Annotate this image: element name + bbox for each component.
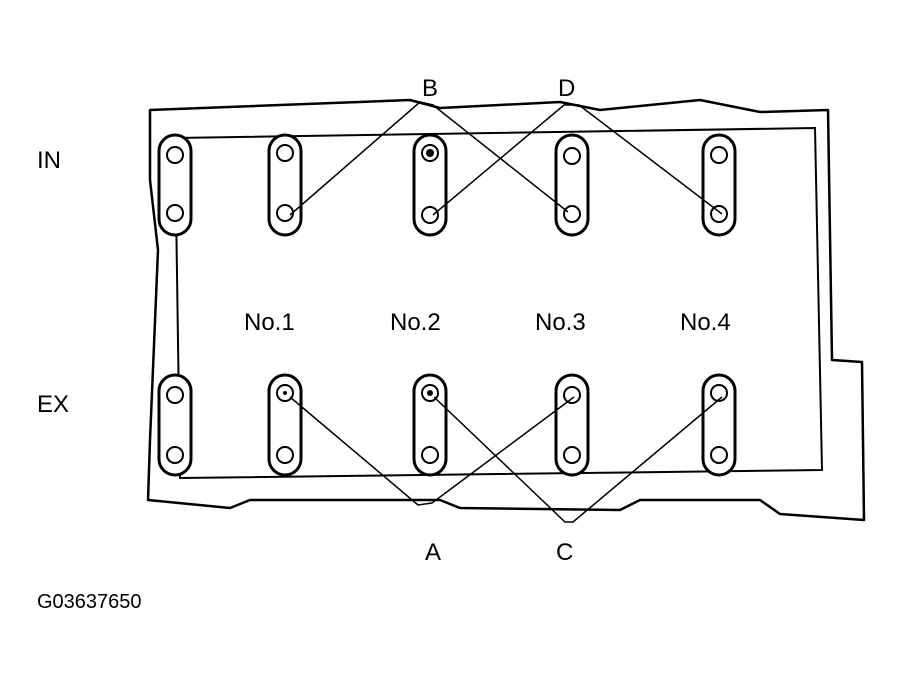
leader-a <box>289 396 575 506</box>
bolt-centers <box>283 149 434 396</box>
bolt <box>166 146 184 164</box>
bolt <box>563 147 581 165</box>
figure-code: G03637650 <box>37 591 142 613</box>
callout-c: C <box>556 539 573 566</box>
intake-label: IN <box>37 147 61 174</box>
callout-b: B <box>422 75 438 102</box>
bolt <box>166 386 184 404</box>
bolt <box>276 144 294 162</box>
exhaust-bearing-caps <box>157 373 737 477</box>
exhaust-cap-5 <box>701 373 737 477</box>
bolt <box>563 205 581 223</box>
cylinder-label-2: No.2 <box>390 309 441 336</box>
cylinder-label-1: No.1 <box>244 309 295 336</box>
cap-bolts <box>166 144 728 464</box>
bolt <box>563 446 581 464</box>
callout-d: D <box>558 75 575 102</box>
bolt <box>421 206 439 224</box>
bolt <box>710 446 728 464</box>
bolt <box>421 446 439 464</box>
leader-d <box>432 104 723 216</box>
callout-a: A <box>425 539 441 566</box>
bolt <box>166 204 184 222</box>
intake-bearing-caps <box>157 133 737 237</box>
bolt <box>710 384 728 402</box>
bolt <box>710 205 728 223</box>
exhaust-label: EX <box>37 391 69 418</box>
callout-leader-lines <box>289 101 723 523</box>
cylinder-label-4: No.4 <box>680 309 731 336</box>
bolt <box>276 446 294 464</box>
exhaust-cap-1 <box>157 373 193 477</box>
bolt <box>166 446 184 464</box>
leader-c <box>433 396 723 523</box>
bolt <box>276 204 294 222</box>
bolt <box>563 386 581 404</box>
exhaust-cap-4 <box>554 373 590 477</box>
cylinder-head-outline <box>146 98 866 522</box>
deck-inner-outline <box>173 126 824 480</box>
bolt <box>710 146 728 164</box>
cylinder-label-3: No.3 <box>535 309 586 336</box>
